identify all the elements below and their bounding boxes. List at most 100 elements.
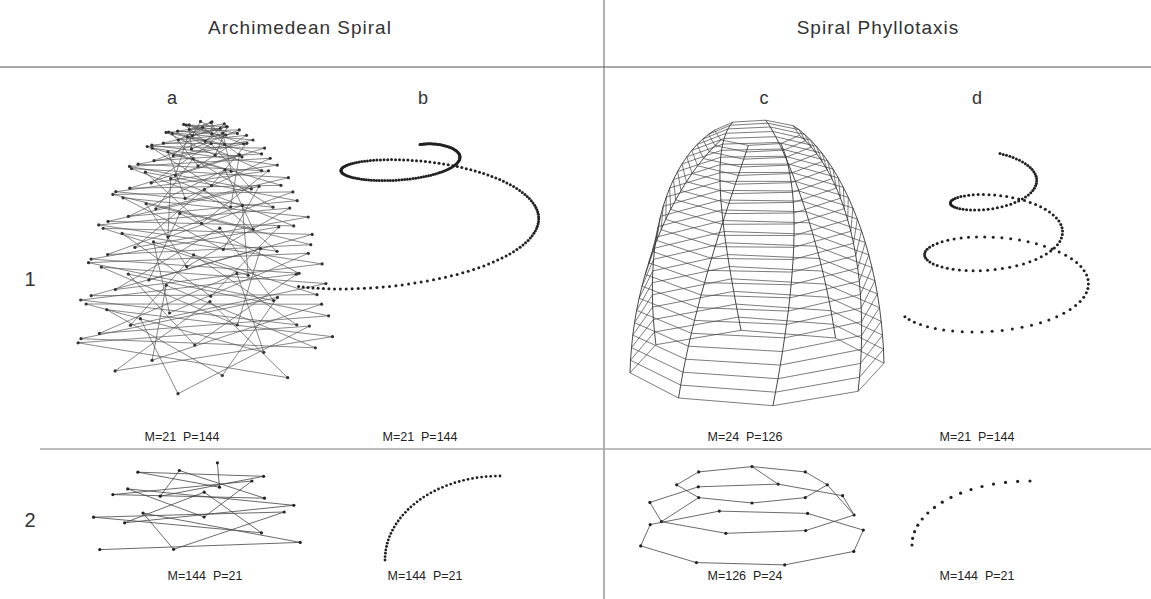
spiral-point xyxy=(404,511,407,514)
parameter-caption: M=144 P=21 xyxy=(387,570,462,584)
spiral-point xyxy=(366,159,369,162)
spiral-point xyxy=(394,284,397,287)
spiral-point xyxy=(1061,233,1064,236)
spiral-point xyxy=(420,281,423,284)
spiral-point xyxy=(129,324,132,327)
spiral-point xyxy=(200,222,203,225)
spiral-point xyxy=(804,470,807,473)
spiral-point xyxy=(218,486,221,489)
row-number: 1 xyxy=(24,268,35,290)
spiral-point xyxy=(191,134,194,137)
spiral-point xyxy=(941,501,944,504)
spiral-point xyxy=(370,179,373,182)
spiral-point xyxy=(1075,261,1078,264)
spiral-point xyxy=(1086,287,1089,290)
spiral-point xyxy=(100,266,103,269)
spiral-point xyxy=(1005,204,1008,207)
spiral-point xyxy=(413,282,416,285)
spiral-point xyxy=(933,506,936,509)
spiral-point xyxy=(1011,196,1014,199)
parameter-caption: M=24 P=126 xyxy=(707,431,782,445)
spiral-point xyxy=(133,246,136,249)
spiral-point xyxy=(441,486,444,489)
spiral-point xyxy=(1034,203,1037,206)
spiral-point xyxy=(417,176,420,179)
spiral-point xyxy=(724,532,727,535)
spiral-point xyxy=(327,287,330,290)
spiral-point xyxy=(969,488,972,491)
spiral-point xyxy=(1027,193,1030,196)
spiral-point xyxy=(151,147,154,150)
spiral-point xyxy=(1087,282,1090,285)
spiral-point xyxy=(127,215,130,218)
spiral-point xyxy=(203,491,206,494)
spiral-point xyxy=(226,125,229,128)
spiral-point xyxy=(1059,223,1062,226)
spiral-point xyxy=(312,286,315,289)
parameter-caption: M=21 P=144 xyxy=(939,431,1014,445)
spiral-point xyxy=(502,180,505,183)
spiral-point xyxy=(151,359,154,362)
spiral-line xyxy=(800,135,862,391)
spiral-line xyxy=(773,144,794,406)
spiral-point xyxy=(934,327,937,330)
spiral-point xyxy=(1087,278,1090,281)
spiral-point xyxy=(230,170,233,173)
spiral-point xyxy=(965,208,968,211)
spiral-point xyxy=(388,285,391,288)
spiral-point xyxy=(178,469,181,472)
spiral-point xyxy=(908,318,911,321)
spiral-point xyxy=(972,193,975,196)
spiral-point xyxy=(936,242,939,245)
archimedean-dot-arc xyxy=(384,475,502,562)
spiral-point xyxy=(695,561,698,564)
spiral-point xyxy=(314,346,317,349)
spiral-point xyxy=(204,140,207,143)
spiral-point xyxy=(223,143,226,146)
spiral-point xyxy=(250,187,253,190)
spiral-point xyxy=(941,266,944,269)
spiral-point xyxy=(223,122,226,125)
spiral-point xyxy=(409,178,412,181)
spiral-point xyxy=(126,487,129,490)
spiral-point xyxy=(146,145,149,148)
spiral-point xyxy=(482,264,485,267)
spiral-point xyxy=(390,532,393,535)
spiral-line xyxy=(641,511,864,565)
spiral-point xyxy=(994,268,997,271)
spiral-point xyxy=(372,159,375,162)
spiral-point xyxy=(168,311,171,314)
spiral-point xyxy=(480,476,483,479)
spiral-point xyxy=(221,132,224,135)
spiral-point xyxy=(919,323,922,326)
spiral-point xyxy=(172,548,175,551)
spiral-line xyxy=(631,317,884,392)
spiral-point xyxy=(397,179,400,182)
spiral-point xyxy=(130,167,133,170)
spiral-point xyxy=(379,158,382,161)
spiral-point xyxy=(225,125,228,128)
spiral-point xyxy=(1012,156,1015,159)
spiral-point xyxy=(1070,257,1073,260)
spiral-point xyxy=(1016,480,1019,483)
spiral-point xyxy=(137,163,140,166)
spiral-point xyxy=(519,246,522,249)
spiral-point xyxy=(401,514,404,517)
spiral-point xyxy=(150,144,153,147)
spiral-point xyxy=(531,234,534,237)
spiral-point xyxy=(272,299,275,302)
spiral-point xyxy=(184,197,187,200)
spiral-point xyxy=(395,523,398,526)
spiral-point xyxy=(1052,213,1055,216)
spiral-point xyxy=(509,183,512,186)
spiral-point xyxy=(1021,326,1024,329)
spiral-point xyxy=(982,193,985,196)
spiral-point xyxy=(307,286,310,289)
spiral-point xyxy=(1029,201,1032,204)
spiral-point xyxy=(90,258,93,261)
spiral-point xyxy=(401,283,404,286)
spiral-point xyxy=(406,178,409,181)
spiral-point xyxy=(1051,247,1054,250)
spiral-point xyxy=(381,179,384,182)
spiral-point xyxy=(236,323,239,326)
